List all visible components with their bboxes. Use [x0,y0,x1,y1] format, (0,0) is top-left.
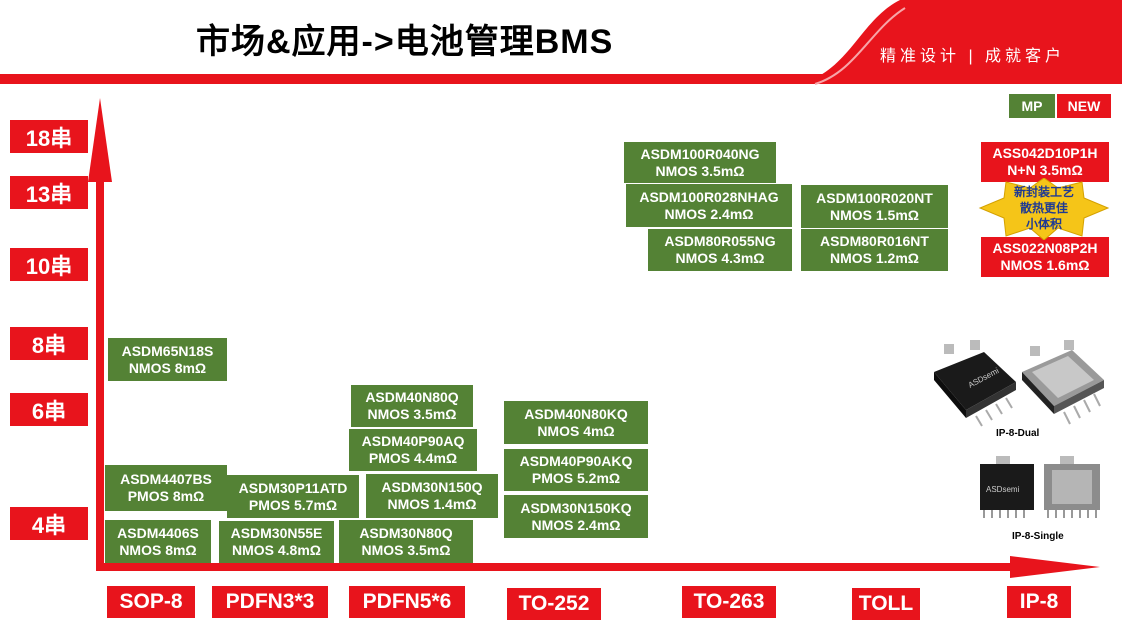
product-box: ASDM100R040NG NMOS 3.5mΩ [624,142,776,183]
product-name: ASDM40P90AKQ [519,453,633,469]
brand-text: ASDsemi [986,485,1020,494]
product-name: ASDM40N80Q [365,389,459,405]
product-box: ASDM40N80Q NMOS 3.5mΩ [351,385,473,427]
x-label-toll: TOLL [852,588,920,620]
y-label-6: 6串 [10,393,88,426]
ip8-single-label: IP-8-Single [1012,531,1064,542]
product-name: ASDM100R040NG [640,145,760,162]
callout-line-2: 散热更佳 [1019,201,1068,215]
product-spec: NMOS 4.8mΩ [231,542,322,558]
x-label-ip8: IP-8 [1007,586,1071,618]
product-spec: PMOS 8mΩ [127,488,205,504]
x-label-to252: TO-252 [507,588,601,620]
product-spec: NMOS 1.2mΩ [829,250,920,266]
product-spec: NMOS 3.5mΩ [361,541,451,558]
product-spec: NMOS 4.3mΩ [675,250,765,266]
x-axis-arrow [1010,556,1100,578]
product-name: ASDM65N18S [121,342,214,359]
product-spec: NMOS 3.5mΩ [655,162,745,179]
legend-new: NEW [1057,94,1111,118]
x-label-pdfn56: PDFN5*6 [349,586,465,618]
product-spec: NMOS 1.5mΩ [829,206,920,223]
product-spec: NMOS 3.5mΩ [367,406,457,422]
y-label-18: 18串 [10,120,88,153]
product-name: ASDM100R020NT [816,189,933,206]
product-box: ASDM100R028NHAG NMOS 2.4mΩ [626,184,792,227]
product-box: ASDM40P90AQ PMOS 4.4mΩ [349,429,477,471]
x-axis-line [96,563,1016,571]
product-spec: NMOS 1.6mΩ [1000,257,1090,273]
y-label-8: 8串 [10,327,88,360]
product-name: ASDM80R055NG [664,233,776,249]
callout-text: 新封装工艺 散热更佳 小体积 [978,184,1110,232]
product-box: ASDM4406S NMOS 8mΩ [105,520,211,563]
product-name: ASDM30N150KQ [520,499,632,516]
y-label-10: 10串 [10,248,88,281]
product-box: ASDM65N18S NMOS 8mΩ [108,338,227,381]
product-name: ASS042D10P1H [992,145,1098,161]
product-box: ASDM30N150KQ NMOS 2.4mΩ [504,495,648,538]
product-box: ASDM40P90AKQ PMOS 5.2mΩ [504,449,648,491]
legend-mp: MP [1009,94,1055,118]
x-label-pdfn33: PDFN3*3 [212,586,328,618]
product-name: ASDM40P90AQ [361,433,465,449]
product-box: ASDM30P11ATD PMOS 5.7mΩ [227,475,359,518]
product-name: ASDM4407BS [120,471,212,487]
product-spec: PMOS 4.4mΩ [368,450,458,466]
header-bar [0,0,1122,85]
product-name: ASDM30P11ATD [238,479,348,496]
product-spec: NMOS 4mΩ [537,422,615,439]
product-box-new: ASS022N08P2H NMOS 1.6mΩ [981,237,1109,277]
product-box: ASDM30N55E NMOS 4.8mΩ [219,521,334,563]
product-box: ASDM40N80KQ NMOS 4mΩ [504,401,648,444]
callout-line-3: 小体积 [1025,217,1062,231]
product-box: ASDM30N150Q NMOS 1.4mΩ [366,474,498,518]
x-label-to263: TO-263 [682,586,776,618]
product-spec: PMOS 5.7mΩ [248,496,338,513]
product-spec: PMOS 5.2mΩ [531,470,621,486]
ip8-single-package-image: ASDsemi [980,456,1100,518]
y-axis-line [96,178,104,570]
product-spec: NMOS 8mΩ [119,541,197,558]
y-label-13: 13串 [10,176,88,209]
product-name: ASDM30N55E [230,525,323,541]
product-name: ASDM4406S [117,524,199,541]
product-name: ASDM100R028NHAG [639,188,779,205]
ip8-dual-label: IP-8-Dual [996,428,1040,439]
product-name: ASS022N08P2H [992,240,1098,256]
slogan: 精准设计 | 成就客户 [880,48,1066,65]
product-box: ASDM30N80Q NMOS 3.5mΩ [339,520,473,563]
product-name: ASDM30N80Q [359,524,453,541]
product-name: ASDM80R016NT [820,233,929,249]
product-box: ASDM80R016NT NMOS 1.2mΩ [801,229,948,271]
product-name: ASDM30N150Q [381,479,483,495]
ip8-dual-package-image: ASDsemi [934,340,1104,427]
page-title: 市场&应用->电池管理BMS [196,23,614,61]
product-box-new: ASS042D10P1H N+N 3.5mΩ [981,142,1109,182]
y-axis-arrow [88,98,112,182]
product-spec: N+N 3.5mΩ [1007,162,1083,178]
product-box: ASDM80R055NG NMOS 4.3mΩ [648,229,792,271]
y-label-4: 4串 [10,507,88,540]
product-box: ASDM100R020NT NMOS 1.5mΩ [801,185,948,228]
product-box: ASDM4407BS PMOS 8mΩ [105,465,227,511]
x-label-sop8: SOP-8 [107,586,195,618]
product-spec: NMOS 2.4mΩ [531,516,621,533]
product-name: ASDM40N80KQ [524,405,628,422]
product-spec: NMOS 1.4mΩ [387,496,477,512]
callout-line-1: 新封装工艺 [1013,185,1074,199]
callout-star [978,178,1110,240]
product-spec: NMOS 2.4mΩ [664,205,754,222]
product-spec: NMOS 8mΩ [128,359,207,376]
